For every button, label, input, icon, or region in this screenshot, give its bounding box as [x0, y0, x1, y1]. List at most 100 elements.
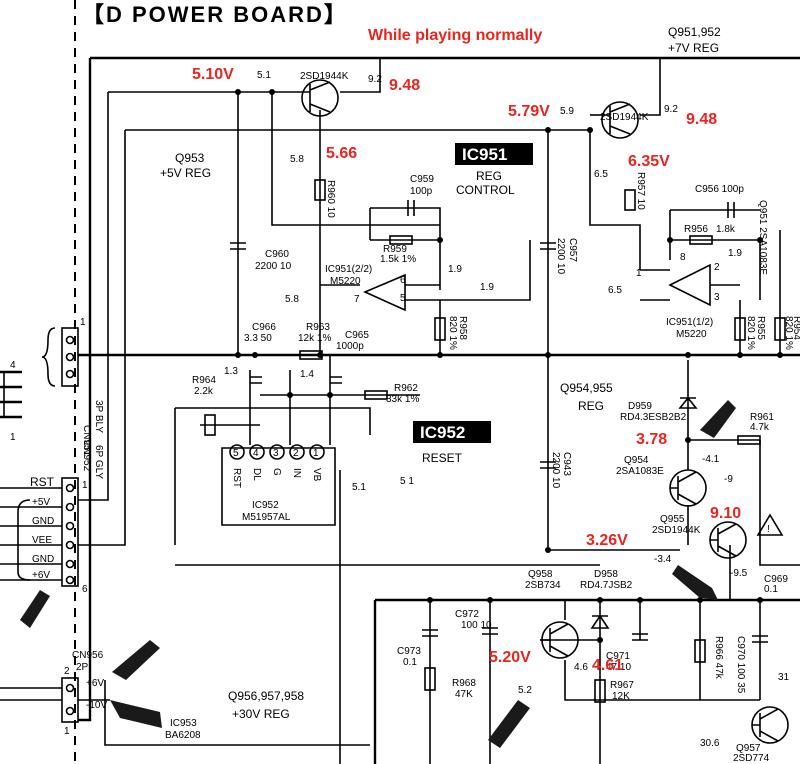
- conn-6v: +6V: [32, 570, 50, 581]
- label-q954-955: Q954,955: [560, 381, 613, 395]
- pin-1: 1: [636, 268, 642, 279]
- cn956-pin-1: 1: [64, 726, 70, 737]
- measured-5-20v: 5.20V: [489, 649, 531, 666]
- label-30v-reg: +30V REG: [232, 707, 290, 721]
- part-r963-value: 12k 1%: [298, 333, 331, 344]
- ic952-pin-in: IN: [291, 468, 302, 478]
- part-c972: C972: [455, 609, 479, 620]
- label-5v-reg: +5V REG: [160, 166, 211, 180]
- part-q958: Q958: [528, 569, 553, 580]
- label-reg2: REG: [578, 399, 604, 413]
- part-r960: R960 10: [325, 180, 336, 218]
- part-r964: R964: [192, 375, 216, 386]
- label-cn952-sub: 6P GLY: [93, 445, 104, 479]
- cn956-6v: +6V: [86, 678, 104, 689]
- volt-1-4: 1.4: [300, 369, 314, 380]
- label-m5220-a: M5220: [330, 276, 361, 287]
- label-ic953: IC953: [170, 718, 197, 729]
- conn-rst: RST: [30, 475, 55, 489]
- edge-connector-left: [0, 370, 22, 419]
- pin-8: 8: [680, 252, 686, 263]
- volt-1-9-a: 1.9: [448, 264, 462, 275]
- volt-5-9: 5.9: [560, 106, 574, 117]
- part-r967: R967: [610, 680, 634, 691]
- connector-cn951: [41, 327, 79, 387]
- pin-6: 6: [400, 275, 406, 286]
- part-r964-value: 2.2k: [194, 386, 214, 397]
- pin-2: 2: [714, 262, 720, 273]
- part-c970: C970 100 35: [735, 636, 746, 694]
- ic951-badge: [455, 143, 533, 165]
- part-c943: C943: [561, 452, 572, 476]
- part-r961: R961: [750, 412, 774, 423]
- label-cn956: CN956: [72, 650, 104, 661]
- volt-5-2: 5.2: [518, 685, 532, 696]
- part-c969-value: 0.1: [764, 584, 778, 595]
- part-q955-value: 2SD1944K: [652, 525, 701, 536]
- label-cn951-sub: 3P BLY: [93, 400, 104, 433]
- condition-note: While playing normally: [368, 27, 542, 44]
- opamp-ic951-1: [668, 263, 711, 307]
- part-c966-value: 3.3 50: [244, 333, 272, 344]
- part-q951: Q951 2SA1083E: [757, 200, 768, 275]
- measured-5-10v: 5.10V: [192, 66, 234, 83]
- part-q957: Q957: [736, 743, 761, 754]
- measured-3-26v: 3.26V: [586, 532, 628, 549]
- ic952-body: [221, 444, 336, 526]
- part-c972-value: 100 10: [461, 620, 492, 631]
- part-r957: R957 10: [635, 172, 646, 210]
- measured-9-48-b: 9.48: [686, 111, 717, 128]
- board-title: 【D POWER BOARD】: [82, 2, 348, 27]
- part-r959-value: 1.5k 1%: [380, 254, 416, 265]
- cn951-pin-1: 1: [80, 317, 86, 328]
- conn-gnd1: GND: [32, 516, 54, 527]
- label-cn951: CN951: [81, 425, 92, 457]
- edge-pin-1: 1: [10, 432, 16, 443]
- volt-1-9-c: 1.9: [728, 248, 742, 259]
- measured-5-66: 5.66: [326, 145, 357, 162]
- volt-6-5-b: 6.5: [608, 285, 622, 296]
- label-reg-control-2: CONTROL: [456, 183, 515, 197]
- part-d958: D958: [594, 569, 618, 580]
- label-ic952-small: IC952: [252, 500, 279, 511]
- diodes: [590, 396, 698, 629]
- volt-5-1-b: 5.1: [352, 482, 366, 493]
- part-q954-value: 2SA1083E: [616, 466, 664, 477]
- resistors: [204, 179, 786, 703]
- part-r955: R955: [755, 316, 766, 340]
- volt-4-6: 4.6: [574, 662, 588, 673]
- part-c971: C971: [606, 651, 630, 662]
- label-m5220-b: M5220: [676, 329, 707, 340]
- part-c957: C957: [567, 238, 578, 262]
- part-c959: C959: [410, 174, 434, 185]
- part-r968: R968: [452, 678, 476, 689]
- label-ic951-1-2: IC951(1/2): [666, 317, 713, 328]
- part-q952: 2SD1944K: [600, 112, 649, 123]
- volt-minus-3-4: -3.4: [654, 554, 672, 565]
- measured-6-35v: 6.35V: [628, 153, 670, 170]
- part-c969: C969: [764, 574, 788, 585]
- label-cn956-2p: 2P: [76, 662, 89, 673]
- part-c965-value: 1000p: [336, 341, 364, 352]
- part-q953: 2SD1944K: [300, 71, 349, 82]
- part-r962-value: 33k 1%: [386, 394, 419, 405]
- volt-9-2-a: 9.2: [368, 74, 382, 85]
- part-r962: R962: [394, 383, 418, 394]
- label-ic952: IC952: [420, 423, 465, 442]
- volt-minus-9: -9: [724, 474, 733, 485]
- label-q956-958: Q956,957,958: [228, 689, 304, 703]
- part-c943-value: 2200 10: [550, 452, 561, 489]
- part-c965: C965: [345, 330, 369, 341]
- transistor-q953: [300, 79, 339, 117]
- part-c957-value: 2200 10: [555, 238, 566, 275]
- transistor-q957: [751, 706, 789, 744]
- junctions: [235, 89, 783, 643]
- volt-5-8-a: 5.8: [290, 154, 304, 165]
- ic952-pin-vb: VB: [311, 468, 322, 482]
- wiring: [78, 56, 800, 764]
- conn-vee: VEE: [32, 535, 52, 546]
- measured-9-48-a: 9.48: [389, 77, 420, 94]
- label-reset: RESET: [422, 451, 463, 465]
- label-ic951-2-2: IC951(2/2): [325, 264, 372, 275]
- part-c973-value: 0.1: [403, 657, 417, 668]
